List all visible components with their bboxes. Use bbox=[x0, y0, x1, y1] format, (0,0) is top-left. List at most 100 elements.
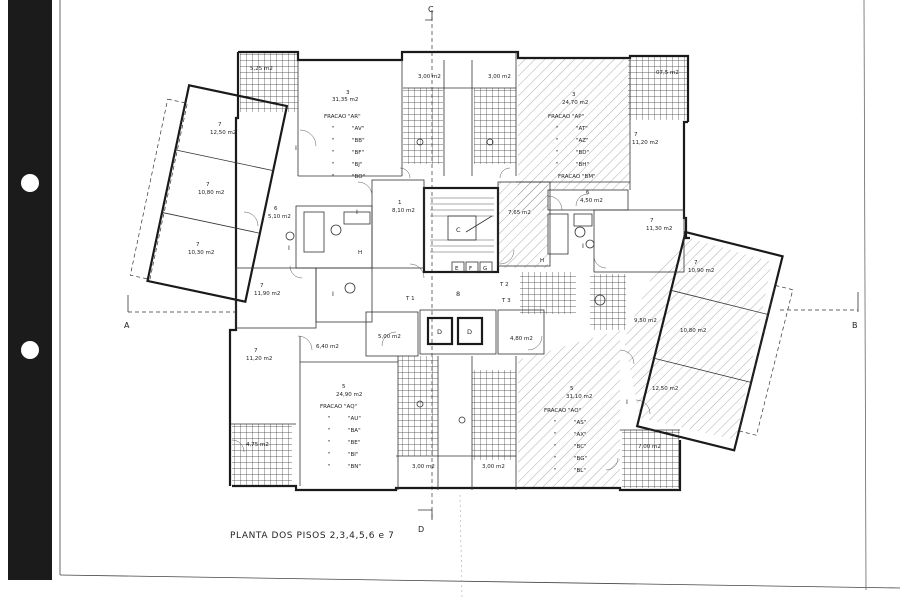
tiled-room-n-kitchen-2 bbox=[474, 88, 516, 164]
core-label-g: G bbox=[483, 266, 487, 272]
svg-text:"AV": "AV" bbox=[352, 126, 364, 132]
svg-text:FRACAO "AO": FRACAO "AO" bbox=[544, 408, 581, 414]
marker-i-5: I bbox=[582, 242, 584, 250]
svg-text:"BA": "BA" bbox=[348, 428, 361, 434]
section-mark-b: B bbox=[852, 321, 858, 330]
room-area-label: 4,80 m2 bbox=[510, 336, 533, 342]
svg-text:": " bbox=[556, 138, 559, 144]
svg-text:FRACAO "AR": FRACAO "AR" bbox=[324, 114, 361, 120]
room-area-label: 3,00 m2 bbox=[488, 74, 511, 80]
room-area-label: 8,10 m2 bbox=[392, 208, 415, 214]
marker-h-2: H bbox=[540, 258, 544, 264]
duct-box-1 bbox=[426, 316, 454, 346]
svg-text:": " bbox=[332, 162, 335, 168]
svg-text:": " bbox=[556, 162, 559, 168]
room-number-label: 5 bbox=[342, 384, 346, 390]
room-area-label: 10,80 m2 bbox=[680, 328, 706, 334]
svg-text:": " bbox=[328, 464, 331, 470]
fraction-block-ap: FRACAO "AP" " "AT" " "AZ" " "BD" " "BH" … bbox=[548, 114, 596, 180]
stair-treads bbox=[430, 197, 494, 253]
sheet-border-bottom bbox=[59, 574, 900, 589]
svg-text:": " bbox=[332, 174, 335, 180]
svg-text:"BI": "BI" bbox=[348, 452, 358, 458]
marker-i-3: I bbox=[288, 244, 290, 252]
marker-i-1: I bbox=[295, 144, 297, 152]
svg-text:": " bbox=[554, 420, 557, 426]
outer-wall-south bbox=[232, 440, 682, 492]
svg-text:"AZ": "AZ" bbox=[576, 138, 589, 144]
svg-text:": " bbox=[328, 440, 331, 446]
svg-text:"AS": "AS" bbox=[574, 420, 586, 426]
svg-text:": " bbox=[328, 452, 331, 458]
binder-hole-bottom bbox=[21, 341, 39, 359]
svg-text:FRACAO "BM": FRACAO "BM" bbox=[558, 174, 596, 180]
section-arrow-d bbox=[418, 509, 433, 520]
drawing-title: PLANTA DOS PISOS 2,3,4,5,6 e 7 bbox=[230, 531, 394, 541]
e-bedroom-wing bbox=[635, 230, 794, 452]
room-number-label: 1 bbox=[398, 200, 402, 206]
marker-i-2: I bbox=[356, 208, 358, 216]
tiled-room-s-kitchen-2 bbox=[472, 370, 516, 460]
core-label-e: E bbox=[455, 266, 459, 272]
sheet-border-right bbox=[863, 0, 867, 591]
room-number-label: 7 bbox=[254, 348, 258, 354]
svg-text:"BE": "BE" bbox=[348, 440, 360, 446]
svg-text:": " bbox=[556, 126, 559, 132]
core-label-duct-1: D bbox=[437, 328, 442, 336]
svg-text:"BL": "BL" bbox=[574, 468, 586, 474]
svg-text:"BG": "BG" bbox=[574, 456, 587, 462]
svg-text:"BF": "BF" bbox=[352, 150, 364, 156]
room-area-label: 4,75 m2 bbox=[246, 442, 269, 448]
room-area-label: 11,20 m2 bbox=[632, 140, 658, 146]
interior-partitions bbox=[230, 52, 685, 490]
room-area-label: 11,30 m2 bbox=[646, 226, 672, 232]
svg-text:": " bbox=[328, 428, 331, 434]
marker-h-1: H bbox=[358, 250, 362, 256]
room-area-label: 10,30 m2 bbox=[188, 250, 214, 256]
section-mark-c: C bbox=[428, 5, 434, 14]
fraction-block-ar: FRACAO "AR" " "AV" " "BB" " "BF" " "BJ" … bbox=[324, 114, 365, 180]
binder-hole-top bbox=[21, 174, 39, 192]
svg-text:FRACAO "AQ": FRACAO "AQ" bbox=[320, 404, 357, 410]
room-number-label: 3 bbox=[572, 92, 576, 98]
room-area-label: 24,90 m2 bbox=[336, 392, 362, 398]
svg-text:"AX": "AX" bbox=[574, 432, 587, 438]
hatch-zone-se bbox=[518, 330, 620, 488]
tiled-room-core-bath-2 bbox=[590, 274, 626, 330]
core-box-e bbox=[451, 261, 465, 273]
svg-text:"AU": "AU" bbox=[348, 416, 361, 422]
nw-bedroom-wing bbox=[129, 83, 289, 304]
core-label-t3: T 3 bbox=[501, 298, 511, 304]
outer-wall-east bbox=[682, 120, 690, 240]
svg-text:"BH": "BH" bbox=[576, 162, 589, 168]
room-number-label: 6 bbox=[274, 206, 278, 212]
core-label-t1: T 1 bbox=[405, 296, 415, 302]
fixtures bbox=[285, 138, 606, 424]
door-swings bbox=[231, 129, 651, 471]
svg-text:": " bbox=[554, 456, 557, 462]
fraction-block-aq: FRACAO "AQ" " "AU" " "BA" " "BE" " "BI" … bbox=[320, 404, 361, 470]
fraction-block-ao: FRACAO "AO" " "AS" " "AX" " "BC" " "BG" … bbox=[544, 408, 587, 474]
room-number-label: 7 bbox=[206, 182, 210, 188]
core-label-f: F bbox=[469, 266, 472, 272]
room-number-label: 7 bbox=[218, 122, 222, 128]
core-label-duct-2: D bbox=[467, 328, 472, 336]
sheet-fold bbox=[459, 494, 463, 597]
room-area-label: 9,50 m2 bbox=[634, 318, 657, 324]
hatch-zone-ne bbox=[518, 58, 630, 210]
room-area-label: 7,65 m2 bbox=[508, 210, 531, 216]
hatch-zone-e-wing bbox=[624, 238, 772, 440]
svg-text:"BD": "BD" bbox=[576, 150, 589, 156]
room-area-label: 12,50 m2 bbox=[210, 130, 236, 136]
section-mark-d: D bbox=[418, 525, 424, 534]
svg-text:"BB": "BB" bbox=[352, 138, 365, 144]
room-number-label: 7 bbox=[694, 260, 698, 266]
room-area-label: 3,00 m2 bbox=[482, 464, 505, 470]
room-area-label: 7,00 m2 bbox=[638, 444, 661, 450]
marker-i-4: I bbox=[332, 290, 334, 298]
svg-text:"BJ": "BJ" bbox=[352, 162, 362, 168]
binder-strip bbox=[8, 0, 52, 580]
room-area-label: 24,70 m2 bbox=[562, 100, 588, 106]
